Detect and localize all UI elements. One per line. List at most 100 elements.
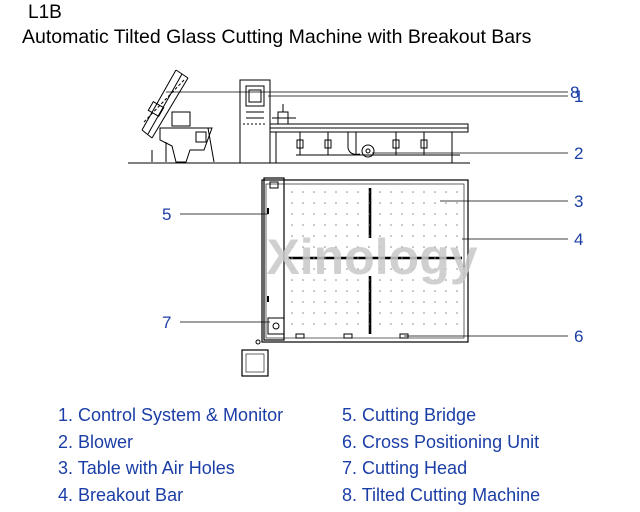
air-hole — [445, 323, 447, 325]
air-hole — [302, 312, 304, 314]
air-hole — [390, 235, 392, 237]
air-hole — [357, 301, 359, 303]
air-hole — [291, 279, 293, 281]
air-hole — [434, 235, 436, 237]
air-hole — [390, 323, 392, 325]
air-hole — [434, 312, 436, 314]
callout-8: 8 — [570, 83, 579, 102]
callout-6: 6 — [574, 327, 583, 346]
air-hole — [346, 202, 348, 204]
air-hole — [379, 257, 381, 259]
legend-item: 1. Control System & Monitor — [58, 405, 284, 425]
air-hole — [401, 323, 403, 325]
air-hole — [368, 246, 370, 248]
callout-2: 2 — [574, 144, 583, 163]
air-hole — [412, 191, 414, 193]
legend-left: 1. Control System & Monitor 2. Blower 3.… — [58, 402, 283, 508]
air-hole — [357, 290, 359, 292]
air-hole — [401, 312, 403, 314]
air-hole — [412, 312, 414, 314]
air-hole — [445, 224, 447, 226]
air-holes — [291, 191, 458, 325]
air-hole — [401, 235, 403, 237]
air-hole — [357, 224, 359, 226]
air-hole — [423, 279, 425, 281]
callout-3: 3 — [574, 192, 583, 211]
air-hole — [390, 224, 392, 226]
air-hole — [368, 279, 370, 281]
air-hole — [368, 224, 370, 226]
air-hole — [401, 213, 403, 215]
air-hole — [379, 301, 381, 303]
control-cabinet — [239, 79, 271, 164]
air-hole — [313, 323, 315, 325]
cross-positioning-unit — [295, 333, 409, 339]
air-hole — [445, 213, 447, 215]
breakout-bar — [288, 188, 462, 334]
air-hole — [434, 279, 436, 281]
air-hole — [445, 279, 447, 281]
air-hole — [324, 257, 326, 259]
air-hole — [401, 279, 403, 281]
air-hole — [379, 191, 381, 193]
air-hole — [445, 268, 447, 270]
legend-item: 5. Cutting Bridge — [342, 405, 477, 425]
air-hole — [291, 268, 293, 270]
air-hole — [346, 257, 348, 259]
air-hole — [357, 191, 359, 193]
air-hole — [445, 235, 447, 237]
air-hole — [456, 301, 458, 303]
side-elevation-view — [128, 69, 470, 164]
air-hole — [324, 224, 326, 226]
air-hole — [423, 213, 425, 215]
air-hole — [335, 202, 337, 204]
air-hole — [346, 246, 348, 248]
air-hole — [412, 323, 414, 325]
air-hole — [335, 301, 337, 303]
air-hole — [313, 301, 315, 303]
air-hole — [423, 224, 425, 226]
air-hole — [357, 323, 359, 325]
air-hole — [412, 279, 414, 281]
air-hole — [423, 246, 425, 248]
air-hole — [368, 268, 370, 270]
air-hole — [368, 257, 370, 259]
air-hole — [434, 301, 436, 303]
auxiliary-unit — [241, 349, 269, 377]
air-hole — [313, 213, 315, 215]
air-hole — [379, 224, 381, 226]
air-hole — [335, 191, 337, 193]
tilted-cutting-machine — [141, 69, 215, 163]
air-hole — [291, 213, 293, 215]
air-hole — [434, 191, 436, 193]
legend-item: 3. Table with Air Holes — [58, 458, 235, 478]
legend-item: 6. Cross Positioning Unit — [342, 431, 540, 452]
air-hole — [346, 290, 348, 292]
air-hole — [423, 290, 425, 292]
air-hole — [346, 213, 348, 215]
air-hole — [390, 268, 392, 270]
air-hole — [390, 191, 392, 193]
air-hole — [445, 301, 447, 303]
air-hole — [346, 323, 348, 325]
air-hole — [291, 257, 293, 259]
plan-view — [241, 177, 469, 377]
air-hole — [324, 202, 326, 204]
air-hole — [291, 312, 293, 314]
air-hole — [346, 312, 348, 314]
cutting-table-side — [269, 104, 469, 163]
air-hole — [401, 246, 403, 248]
air-hole — [456, 268, 458, 270]
air-hole — [390, 301, 392, 303]
air-hole — [302, 290, 304, 292]
air-hole — [335, 213, 337, 215]
air-hole — [324, 312, 326, 314]
air-hole — [313, 290, 315, 292]
air-hole — [401, 268, 403, 270]
air-hole — [302, 301, 304, 303]
watermark-text: Xinology — [266, 229, 477, 285]
air-hole — [313, 312, 315, 314]
callout-4: 4 — [574, 230, 583, 249]
air-hole — [335, 312, 337, 314]
air-hole — [412, 224, 414, 226]
